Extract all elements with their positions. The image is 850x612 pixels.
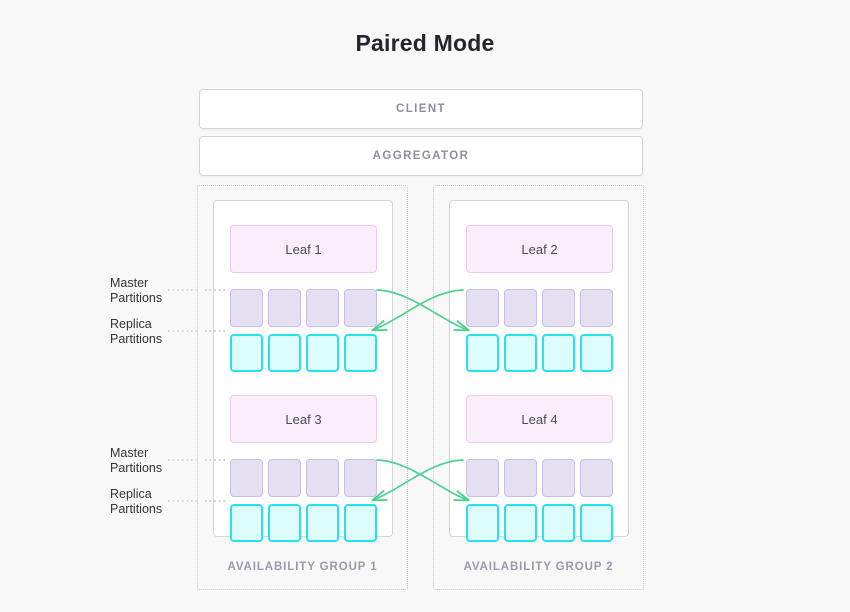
- master-partition: [580, 289, 613, 327]
- replica-partition: [542, 504, 575, 542]
- replica-partition: [230, 334, 263, 372]
- availability-group-2-inner: Leaf 2 Leaf 4: [449, 200, 629, 542]
- replica-partition: [268, 334, 301, 372]
- master-partition: [542, 459, 575, 497]
- master-partition-row-leaf-4: [466, 459, 613, 497]
- master-partition: [306, 459, 339, 497]
- master-partitions-label-line2: Partitions: [110, 291, 163, 305]
- replica-partition: [466, 504, 499, 542]
- replica-partition-row-leaf-3: [230, 504, 377, 542]
- replica-partition: [344, 504, 377, 542]
- replica-partition: [466, 334, 499, 372]
- master-partitions-label-upper: Master Partitions: [110, 276, 202, 306]
- master-partition: [504, 289, 537, 327]
- replica-partition: [230, 504, 263, 542]
- replica-partition: [306, 504, 339, 542]
- replica-partition-row-leaf-1: [230, 334, 377, 372]
- leaf-node-leaf-2: Leaf 2: [466, 225, 613, 273]
- replica-partition: [504, 504, 537, 542]
- leaf-node-leaf-1: Leaf 1: [230, 225, 377, 273]
- availability-group-1: Leaf 1 Leaf 3: [197, 185, 408, 590]
- replica-partition: [344, 334, 377, 372]
- replica-partition-row-leaf-2: [466, 334, 613, 372]
- master-partition: [344, 289, 377, 327]
- master-partition: [306, 289, 339, 327]
- master-partitions-label-line1: Master: [110, 446, 149, 460]
- master-partition-row-leaf-3: [230, 459, 377, 497]
- master-partition: [230, 289, 263, 327]
- master-partition-row-leaf-2: [466, 289, 613, 327]
- replica-partitions-label-upper: Replica Partitions: [110, 317, 202, 347]
- aggregator-node: AGGREGATOR: [199, 136, 643, 176]
- replica-partitions-label-lower: Replica Partitions: [110, 487, 202, 517]
- leaf-node-leaf-4: Leaf 4: [466, 395, 613, 443]
- master-partition: [580, 459, 613, 497]
- replica-partition: [306, 334, 339, 372]
- replica-partitions-label-line1: Replica: [110, 487, 152, 501]
- master-partition: [466, 289, 499, 327]
- master-partitions-label-lower: Master Partitions: [110, 446, 202, 476]
- replica-partition: [504, 334, 537, 372]
- client-node-label: CLIENT: [396, 103, 446, 115]
- replica-partition: [268, 504, 301, 542]
- master-partition: [268, 459, 301, 497]
- availability-group-2-label: AVAILABILITY GROUP 2: [463, 561, 614, 573]
- master-partition: [504, 459, 537, 497]
- replica-partitions-label-line2: Partitions: [110, 502, 163, 516]
- replica-partitions-label-line1: Replica: [110, 317, 152, 331]
- master-partition: [268, 289, 301, 327]
- leaf-block-leaf-4: Leaf 4: [466, 395, 613, 542]
- master-partition-row-leaf-1: [230, 289, 377, 327]
- master-partitions-label-line1: Master: [110, 276, 149, 290]
- master-partition: [344, 459, 377, 497]
- leaf-block-leaf-1: Leaf 1: [230, 225, 377, 372]
- client-node: CLIENT: [199, 89, 643, 129]
- replica-partitions-label-line2: Partitions: [110, 332, 163, 346]
- availability-group-1-label: AVAILABILITY GROUP 1: [227, 561, 378, 573]
- availability-group-2: Leaf 2 Leaf 4: [433, 185, 644, 590]
- master-partitions-label-line2: Partitions: [110, 461, 163, 475]
- leaf-block-leaf-3: Leaf 3: [230, 395, 377, 542]
- replica-partition: [580, 504, 613, 542]
- master-partition: [466, 459, 499, 497]
- page-title: Paired Mode: [355, 30, 495, 56]
- replica-partition: [542, 334, 575, 372]
- replica-partition: [580, 334, 613, 372]
- leaf-block-leaf-2: Leaf 2: [466, 225, 613, 372]
- aggregator-node-label: AGGREGATOR: [372, 150, 470, 162]
- master-partition: [542, 289, 575, 327]
- availability-group-1-inner: Leaf 1 Leaf 3: [213, 200, 393, 542]
- leaf-node-leaf-3: Leaf 3: [230, 395, 377, 443]
- master-partition: [230, 459, 263, 497]
- replica-partition-row-leaf-4: [466, 504, 613, 542]
